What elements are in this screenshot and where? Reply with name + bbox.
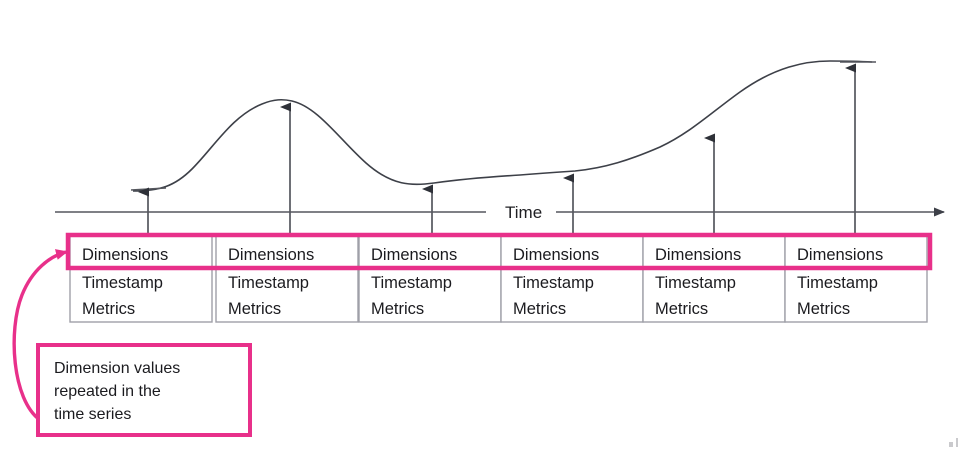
record-field-dimensions: Dimensions [82,246,168,264]
record-box[interactable]: Dimensions Timestamp Metrics [500,235,644,323]
record-field-metrics: Metrics [228,300,281,318]
corner-artifact [949,438,958,447]
record-field-metrics: Metrics [797,300,850,318]
record-box-rect [784,235,928,323]
sample-tick-1 [130,187,167,191]
record-box[interactable]: Dimensions Timestamp Metrics [215,235,359,323]
record-field-metrics: Metrics [371,300,424,318]
record-box-rect [215,235,359,323]
record-box[interactable]: Dimensions Timestamp Metrics [784,235,928,323]
callout-connector-arrow [12,249,68,422]
record-field-timestamp: Timestamp [228,274,309,292]
record-box[interactable]: Dimensions Timestamp Metrics [642,235,786,323]
time-axis-label: Time [505,203,542,222]
record-field-metrics: Metrics [82,300,135,318]
callout-box: Dimension values repeated in the time se… [36,343,252,437]
record-field-dimensions: Dimensions [371,246,457,264]
record-field-timestamp: Timestamp [371,274,452,292]
callout-line-2: repeated in the [54,383,161,400]
callout-box-rect [36,343,252,437]
sample-arrows-group [130,61,876,236]
record-field-dimensions: Dimensions [513,246,599,264]
record-field-timestamp: Timestamp [797,274,878,292]
dimensions-row-highlight [65,232,933,271]
record-field-timestamp: Timestamp [82,274,163,292]
record-field-timestamp: Timestamp [655,274,736,292]
time-axis-group: Time [55,203,945,222]
record-box[interactable]: Dimensions Timestamp Metrics [69,235,213,323]
curve-group [132,60,873,192]
record-field-timestamp: Timestamp [513,274,594,292]
record-box-rect [358,235,502,323]
callout-line-3: time series [54,406,131,423]
record-box[interactable]: Dimensions Timestamp Metrics [358,235,502,323]
record-field-dimensions: Dimensions [655,246,741,264]
record-box-rect [500,235,644,323]
record-field-dimensions: Dimensions [228,246,314,264]
record-field-metrics: Metrics [513,300,566,318]
record-boxes-group: Dimensions Timestamp Metrics Dimensions … [69,235,928,323]
record-box-rect [642,235,786,323]
record-field-dimensions: Dimensions [797,246,883,264]
time-series-curve [132,60,873,192]
record-box-rect [69,235,213,323]
callout-line-1: Dimension values [54,360,180,377]
record-field-metrics: Metrics [655,300,708,318]
